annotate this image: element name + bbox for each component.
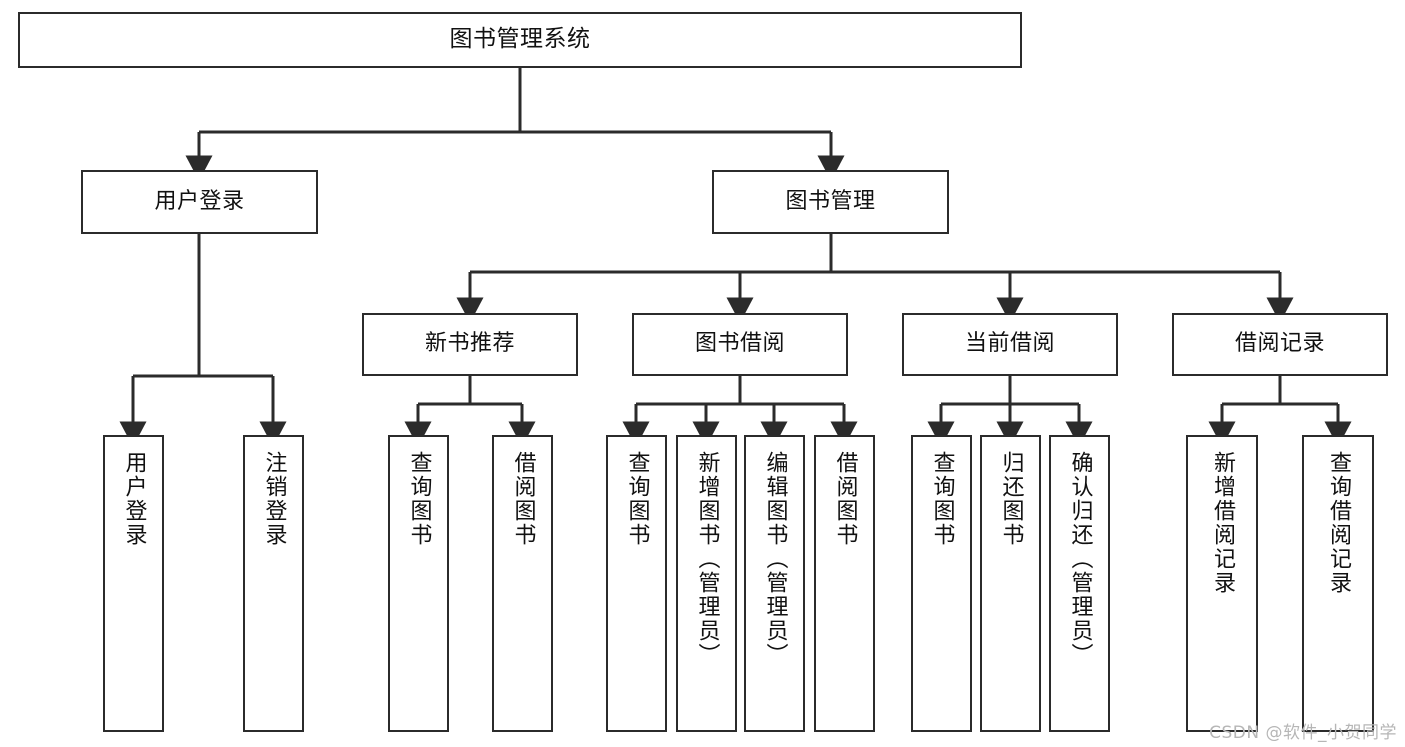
- node-leaf-book-borrow-add[interactable]: 新增图书（管理员）: [676, 435, 737, 732]
- node-label: 新增借阅记录: [1209, 451, 1235, 595]
- node-leaf-current-borrow-query[interactable]: 查询图书: [911, 435, 972, 732]
- node-label: 图书借阅: [694, 331, 785, 357]
- node-label: 当前借阅: [964, 331, 1055, 357]
- node-leaf-current-borrow-return[interactable]: 归还图书: [980, 435, 1041, 732]
- node-leaf-user-login-logout[interactable]: 注销登录: [243, 435, 304, 732]
- node-book-borrowing[interactable]: 图书借阅: [632, 313, 848, 376]
- node-label: 注销登录: [261, 451, 287, 547]
- node-leaf-new-book-query[interactable]: 查询图书: [388, 435, 449, 732]
- node-book-management[interactable]: 图书管理: [712, 170, 949, 234]
- node-leaf-borrow-record-query[interactable]: 查询借阅记录: [1302, 435, 1374, 732]
- node-leaf-current-borrow-confirm-return[interactable]: 确认归还（管理员）: [1049, 435, 1110, 732]
- node-label: 查询图书: [624, 451, 650, 547]
- node-leaf-book-borrow-edit[interactable]: 编辑图书（管理员）: [744, 435, 805, 732]
- node-leaf-book-borrow-borrow[interactable]: 借阅图书: [814, 435, 875, 732]
- node-label: 查询图书: [929, 451, 955, 547]
- node-leaf-book-borrow-query[interactable]: 查询图书: [606, 435, 667, 732]
- node-label: 图书管理: [785, 188, 876, 214]
- node-borrowing-record[interactable]: 借阅记录: [1172, 313, 1388, 376]
- node-label: 用户登录: [121, 451, 147, 547]
- node-label: 编辑图书（管理员）: [762, 451, 788, 667]
- node-label: 借阅图书: [832, 451, 858, 547]
- node-label: 查询图书: [406, 451, 432, 547]
- node-leaf-new-book-borrow[interactable]: 借阅图书: [492, 435, 553, 732]
- node-label: 归还图书: [998, 451, 1024, 547]
- node-user-login[interactable]: 用户登录: [81, 170, 318, 234]
- node-label: 借阅记录: [1234, 331, 1325, 357]
- watermark-text: CSDN @软件_小贺同学: [1209, 723, 1397, 743]
- node-root-book-management-system[interactable]: 图书管理系统: [18, 12, 1022, 68]
- node-label: 查询借阅记录: [1325, 451, 1351, 595]
- node-label: 图书管理系统: [449, 26, 591, 53]
- node-leaf-user-login-login[interactable]: 用户登录: [103, 435, 164, 732]
- node-label: 确认归还（管理员）: [1067, 451, 1093, 667]
- node-label: 借阅图书: [510, 451, 536, 547]
- node-leaf-borrow-record-add[interactable]: 新增借阅记录: [1186, 435, 1258, 732]
- node-new-book-recommendation[interactable]: 新书推荐: [362, 313, 578, 376]
- node-current-borrowing[interactable]: 当前借阅: [902, 313, 1118, 376]
- node-label: 新增图书（管理员）: [694, 451, 720, 667]
- node-label: 用户登录: [154, 188, 245, 214]
- node-label: 新书推荐: [424, 331, 515, 357]
